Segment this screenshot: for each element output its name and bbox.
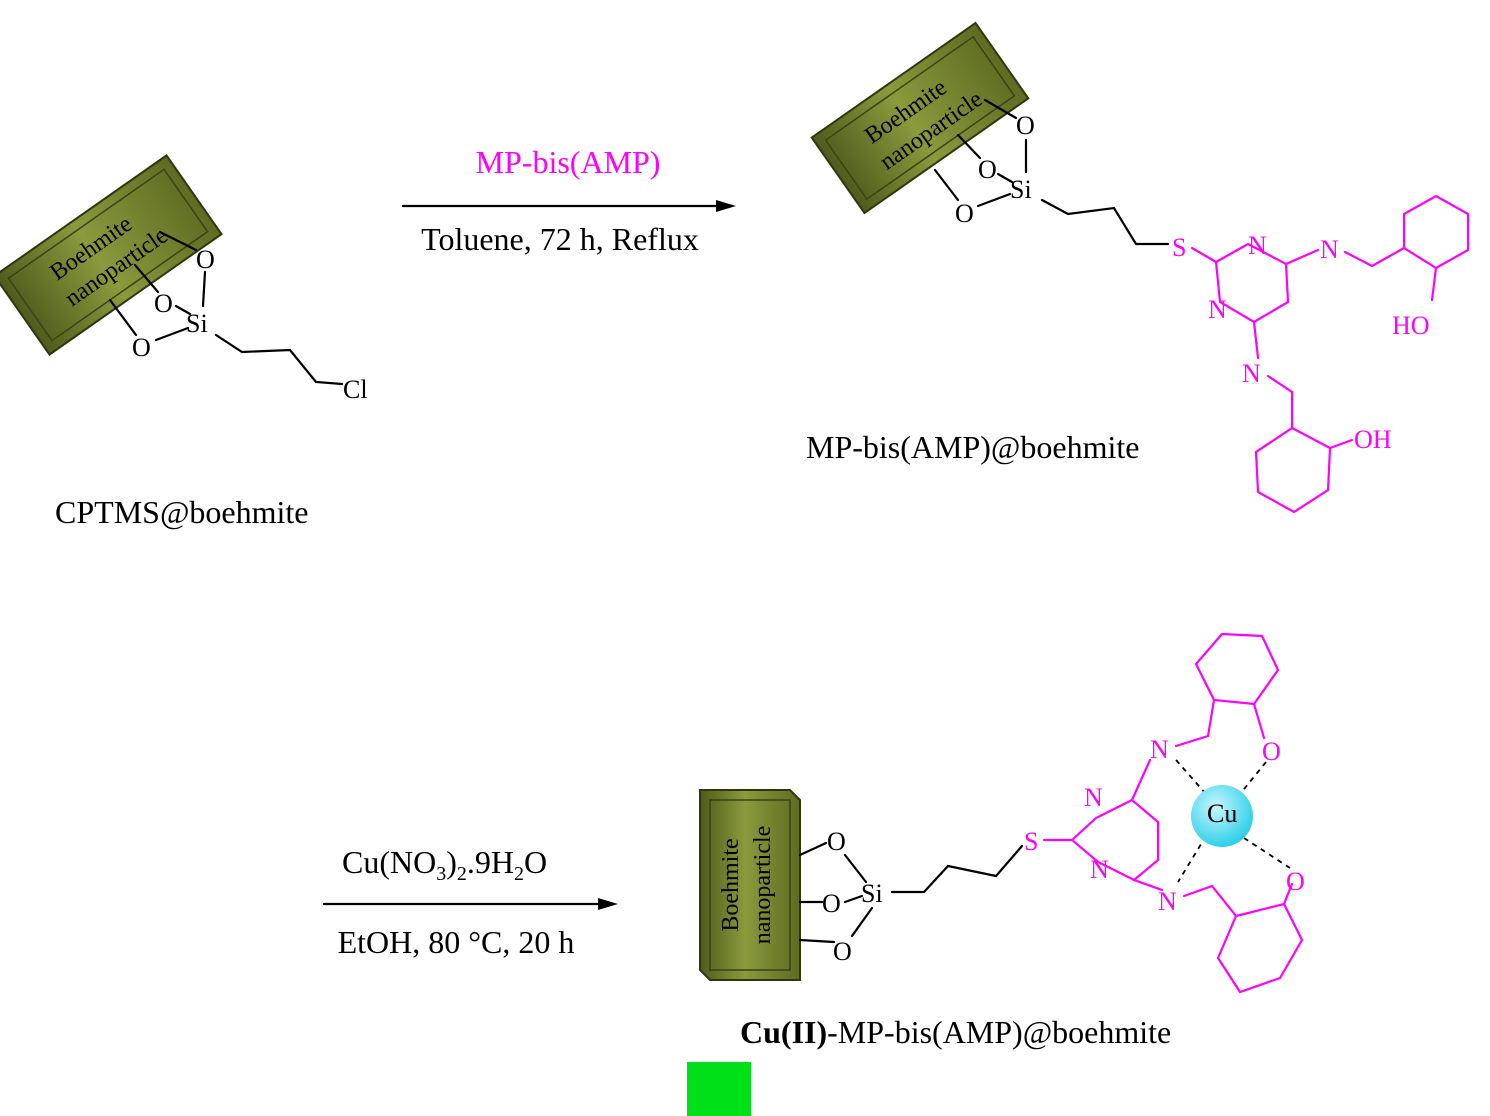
atom-cl: Cl <box>343 375 368 404</box>
atom-o: O <box>822 889 841 918</box>
atom-s: S <box>1172 233 1186 262</box>
atom-o: O <box>132 333 151 362</box>
compound-label-cptms: CPTMS@boehmite <box>55 494 308 530</box>
compound-label-mp-bis-amp: MP-bis(AMP)@boehmite <box>806 429 1139 465</box>
nanoparticle-block-1: Boehmite nanoparticle <box>0 154 223 356</box>
reagent-copper-nitrate: Cu(NO3)2.9H2O <box>342 844 547 885</box>
atom-si: Si <box>861 879 883 908</box>
reaction-conditions-1: Toluene, 72 h, Reflux <box>421 221 699 257</box>
atom-o: O <box>196 245 215 274</box>
atom-o: O <box>833 937 852 966</box>
atom-n: N <box>1150 735 1169 764</box>
atom-n: N <box>1158 887 1177 916</box>
atom-o: O <box>955 199 974 228</box>
atom-si: Si <box>1010 175 1032 204</box>
atom-n: N <box>1242 359 1261 388</box>
compound-cptms: Boehmite nanoparticle O O O Si Cl CPTMS@… <box>0 154 368 530</box>
np-label-line1: Boehmite <box>718 838 744 931</box>
reaction-conditions-2: EtOH, 80 °C, 20 h <box>338 924 575 960</box>
atom-n: N <box>1248 231 1267 260</box>
atom-oh: OH <box>1354 425 1392 454</box>
atom-o: O <box>978 155 997 184</box>
nanoparticle-block-2: Boehmite nanoparticle <box>810 21 1030 215</box>
copper-center <box>1191 785 1253 847</box>
atom-s: S <box>1024 827 1038 856</box>
compound-label-cu-complex: Cu(II)-MP-bis(AMP)@boehmite <box>740 1014 1171 1050</box>
nanoparticle-block-3: Boehmite nanoparticle <box>699 789 801 981</box>
atom-cu: Cu <box>1207 799 1237 828</box>
reaction-arrow-1: MP-bis(AMP) Toluene, 72 h, Reflux <box>401 144 736 257</box>
green-marker-square <box>687 1062 751 1116</box>
atom-o: O <box>1016 111 1035 140</box>
atom-n: N <box>1208 295 1227 324</box>
atom-n: N <box>1090 855 1109 884</box>
reaction-arrow-2: Cu(NO3)2.9H2O EtOH, 80 °C, 20 h <box>322 844 618 960</box>
atom-n: N <box>1084 783 1103 812</box>
atom-o: O <box>1286 867 1305 896</box>
np-label-line2: nanoparticle <box>750 826 776 945</box>
atom-ho: HO <box>1392 311 1430 340</box>
atom-o: O <box>154 289 173 318</box>
atom-si: Si <box>186 309 208 338</box>
atom-n: N <box>1320 235 1339 264</box>
compound-mp-bis-amp-boehmite: Boehmite nanoparticle O O O Si S N N N H… <box>806 21 1470 514</box>
reagent-mp-bis-amp: MP-bis(AMP) <box>476 144 661 180</box>
atom-o: O <box>1262 737 1281 766</box>
compound-cu-complex: Boehmite nanoparticle O O O Si S N N N O… <box>699 632 1305 1050</box>
atom-o: O <box>827 827 846 856</box>
